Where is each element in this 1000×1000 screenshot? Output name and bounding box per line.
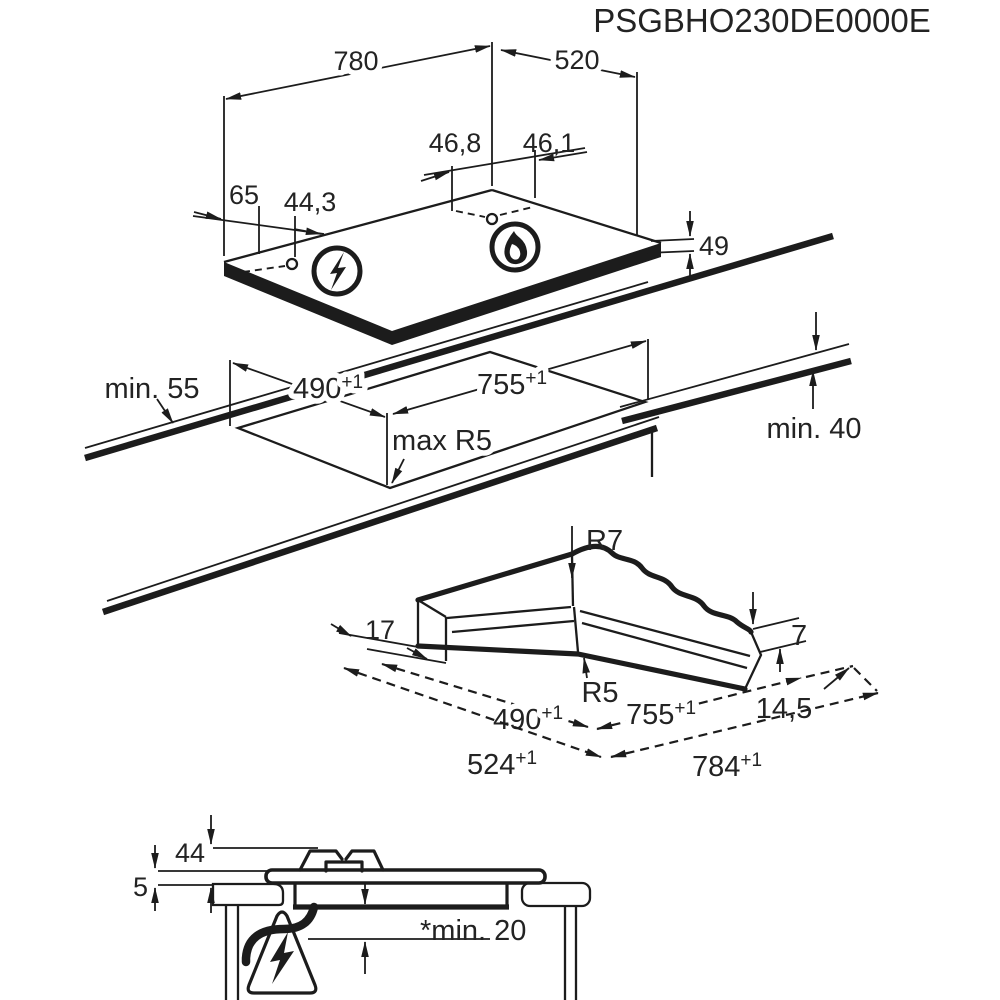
dim-corner-755-label: 755+1 [626, 698, 696, 731]
electric-symbol-icon [311, 245, 363, 297]
annotation-max-r5: max R5 [387, 420, 497, 484]
cap-top-edge [417, 599, 447, 618]
dimension-7: 7 [749, 592, 807, 672]
hob-back-right-edge [491, 188, 662, 245]
dim-7-label: 7 [791, 620, 807, 652]
pan-support [298, 849, 385, 873]
dim-46-8-label: 46,8 [429, 128, 482, 158]
dim-44-3-label: 44,3 [284, 187, 337, 217]
hob-front-right-band [392, 243, 661, 345]
dimension-65-44-3: 65 44,3 [192, 180, 337, 257]
min-55-label: min. 55 [104, 373, 199, 405]
block-bottom-edges [415, 643, 748, 692]
min-20-label: *min. 20 [420, 915, 526, 947]
dim-corner-490-label: 490+1 [493, 703, 563, 736]
corner-detail-view: R7 R5 17 7 490+1 755+1 [330, 525, 879, 783]
dim-17-label: 17 [365, 615, 395, 645]
hob-back-left-edge [223, 188, 493, 264]
dim-5-label: 5 [133, 872, 148, 902]
step-edge-left-1 [446, 605, 572, 620]
dim-524-label: 524+1 [467, 748, 537, 781]
hob-top-view: 780 520 46,8 46,1 65 44,3 [192, 40, 729, 345]
electric-connection-point [285, 257, 299, 271]
mains-cable [241, 902, 319, 967]
electric-hazard-icon [246, 910, 318, 995]
chain-connector [853, 667, 878, 692]
dimension-46-8-46-1: 46,8 46,1 [420, 128, 588, 211]
section-view: 44 5 [133, 815, 592, 1000]
worktop-right-edge-thin [619, 343, 850, 408]
worktop-right-edge-thick [621, 357, 852, 425]
block-top-left-edge [415, 551, 575, 603]
gas-symbol-icon [489, 221, 541, 273]
worktop-front-edge-thick [101, 424, 659, 616]
dimension-49: 49 [646, 211, 729, 280]
r7-label: R7 [586, 525, 623, 557]
dim-784-label: 784+1 [692, 750, 762, 783]
burner-cap [324, 860, 364, 873]
gas-connection-point [485, 212, 499, 226]
hazard-lightning-bolt [270, 932, 294, 984]
worktop-right-block [520, 881, 592, 908]
flame-inner [509, 244, 521, 260]
worktop-cutout-view: 490+1 755+1 max R5 min. 55 min. 40 [84, 232, 862, 616]
glass-panel [264, 868, 547, 885]
worktop-left-block [211, 882, 285, 907]
electric-point-leader [242, 265, 286, 273]
dimension-chain-outer: 524+1 784+1 [343, 666, 879, 783]
min-40-label: min. 40 [766, 413, 861, 445]
dim-49-label: 49 [699, 231, 729, 261]
step-edge-left-2 [451, 619, 575, 634]
dim-cutout-490-label: 490+1 [293, 372, 363, 405]
block-right-cap [743, 631, 763, 690]
dimension-cutout-490: 490+1 [232, 362, 386, 418]
annotation-min-55: min. 55 [104, 373, 200, 424]
gas-point-leader-right [499, 206, 534, 216]
dim-780-label: 780 [333, 46, 378, 76]
dim-520-label: 520 [554, 45, 599, 75]
annotation-r7: R7 [568, 525, 623, 579]
dimension-17: 17 [330, 615, 447, 664]
step-edge-right-2 [581, 621, 748, 670]
step-edge-right-1 [579, 609, 751, 658]
r5-label: R5 [581, 677, 618, 709]
block-broken-edge-wavy [569, 543, 754, 635]
step-corner-vertical [572, 606, 580, 653]
annotation-min-40: min. 40 [766, 312, 862, 445]
drawing-code-title: PSGBHO230DE0000E [593, 2, 931, 39]
dimension-min-20: *min. 20 [308, 884, 526, 974]
max-r5-label: max R5 [392, 425, 492, 457]
worktop-front-edge-thin [106, 416, 660, 602]
gas-point-leader-left [455, 210, 486, 218]
dim-65-label: 65 [229, 180, 259, 210]
dim-46-1-label: 46,1 [523, 128, 576, 158]
hob-front-left-band [224, 262, 392, 345]
dimension-5: 5 [133, 845, 159, 911]
dimension-520: 520 [500, 40, 638, 236]
lightning-bolt-icon [330, 252, 346, 290]
dim-cutout-755-label: 755+1 [477, 368, 547, 401]
dimension-44: 44 [175, 815, 215, 913]
dimension-780: 780 [223, 41, 493, 256]
dim-44-label: 44 [175, 838, 205, 868]
hob-body-box [293, 883, 509, 910]
annotation-r5: R5 [581, 657, 619, 709]
